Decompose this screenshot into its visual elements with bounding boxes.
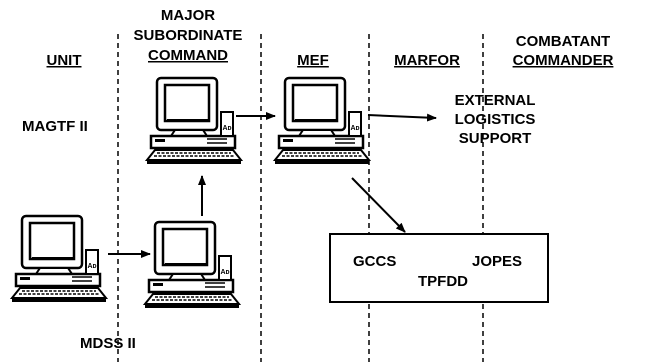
system-tpfdd: TPFDD xyxy=(418,273,468,290)
header-unit: UNIT xyxy=(47,52,82,69)
computer-msc-badge: Aᴅ xyxy=(222,125,231,132)
arrow-mef-to-systems xyxy=(351,177,406,233)
computer-msc-lower-icon: Aᴅ xyxy=(143,220,241,310)
header-mef: MEF xyxy=(297,52,329,69)
header-cc-line1: COMBATANT xyxy=(516,33,610,50)
computer-unit-icon: Aᴅ xyxy=(10,214,108,304)
label-external-line1: EXTERNAL xyxy=(455,92,536,109)
label-magtf: MAGTF II xyxy=(22,118,88,135)
header-msc-line2: SUBORDINATE xyxy=(134,27,243,44)
computer-unit-badge: Aᴅ xyxy=(87,263,96,270)
systems-box xyxy=(329,233,549,303)
header-marfor: MARFOR xyxy=(394,52,460,69)
label-external-line2: LOGISTICS xyxy=(455,111,536,128)
header-msc-line3: COMMAND xyxy=(148,47,228,64)
label-external-line3: SUPPORT xyxy=(459,130,532,147)
system-gccs: GCCS xyxy=(353,253,396,270)
label-mdss: MDSS II xyxy=(80,335,136,352)
computer-msc-icon: Aᴅ xyxy=(145,76,243,166)
system-jopes: JOPES xyxy=(472,253,522,270)
computer-mef-badge: Aᴅ xyxy=(350,125,359,132)
header-cc-line2: COMMANDER xyxy=(513,52,614,69)
computer-msc-lower-badge: Aᴅ xyxy=(220,269,229,276)
computer-mef-icon: Aᴅ xyxy=(273,76,371,166)
header-msc-line1: MAJOR xyxy=(161,7,215,24)
arrow-mef-to-external xyxy=(367,113,437,122)
